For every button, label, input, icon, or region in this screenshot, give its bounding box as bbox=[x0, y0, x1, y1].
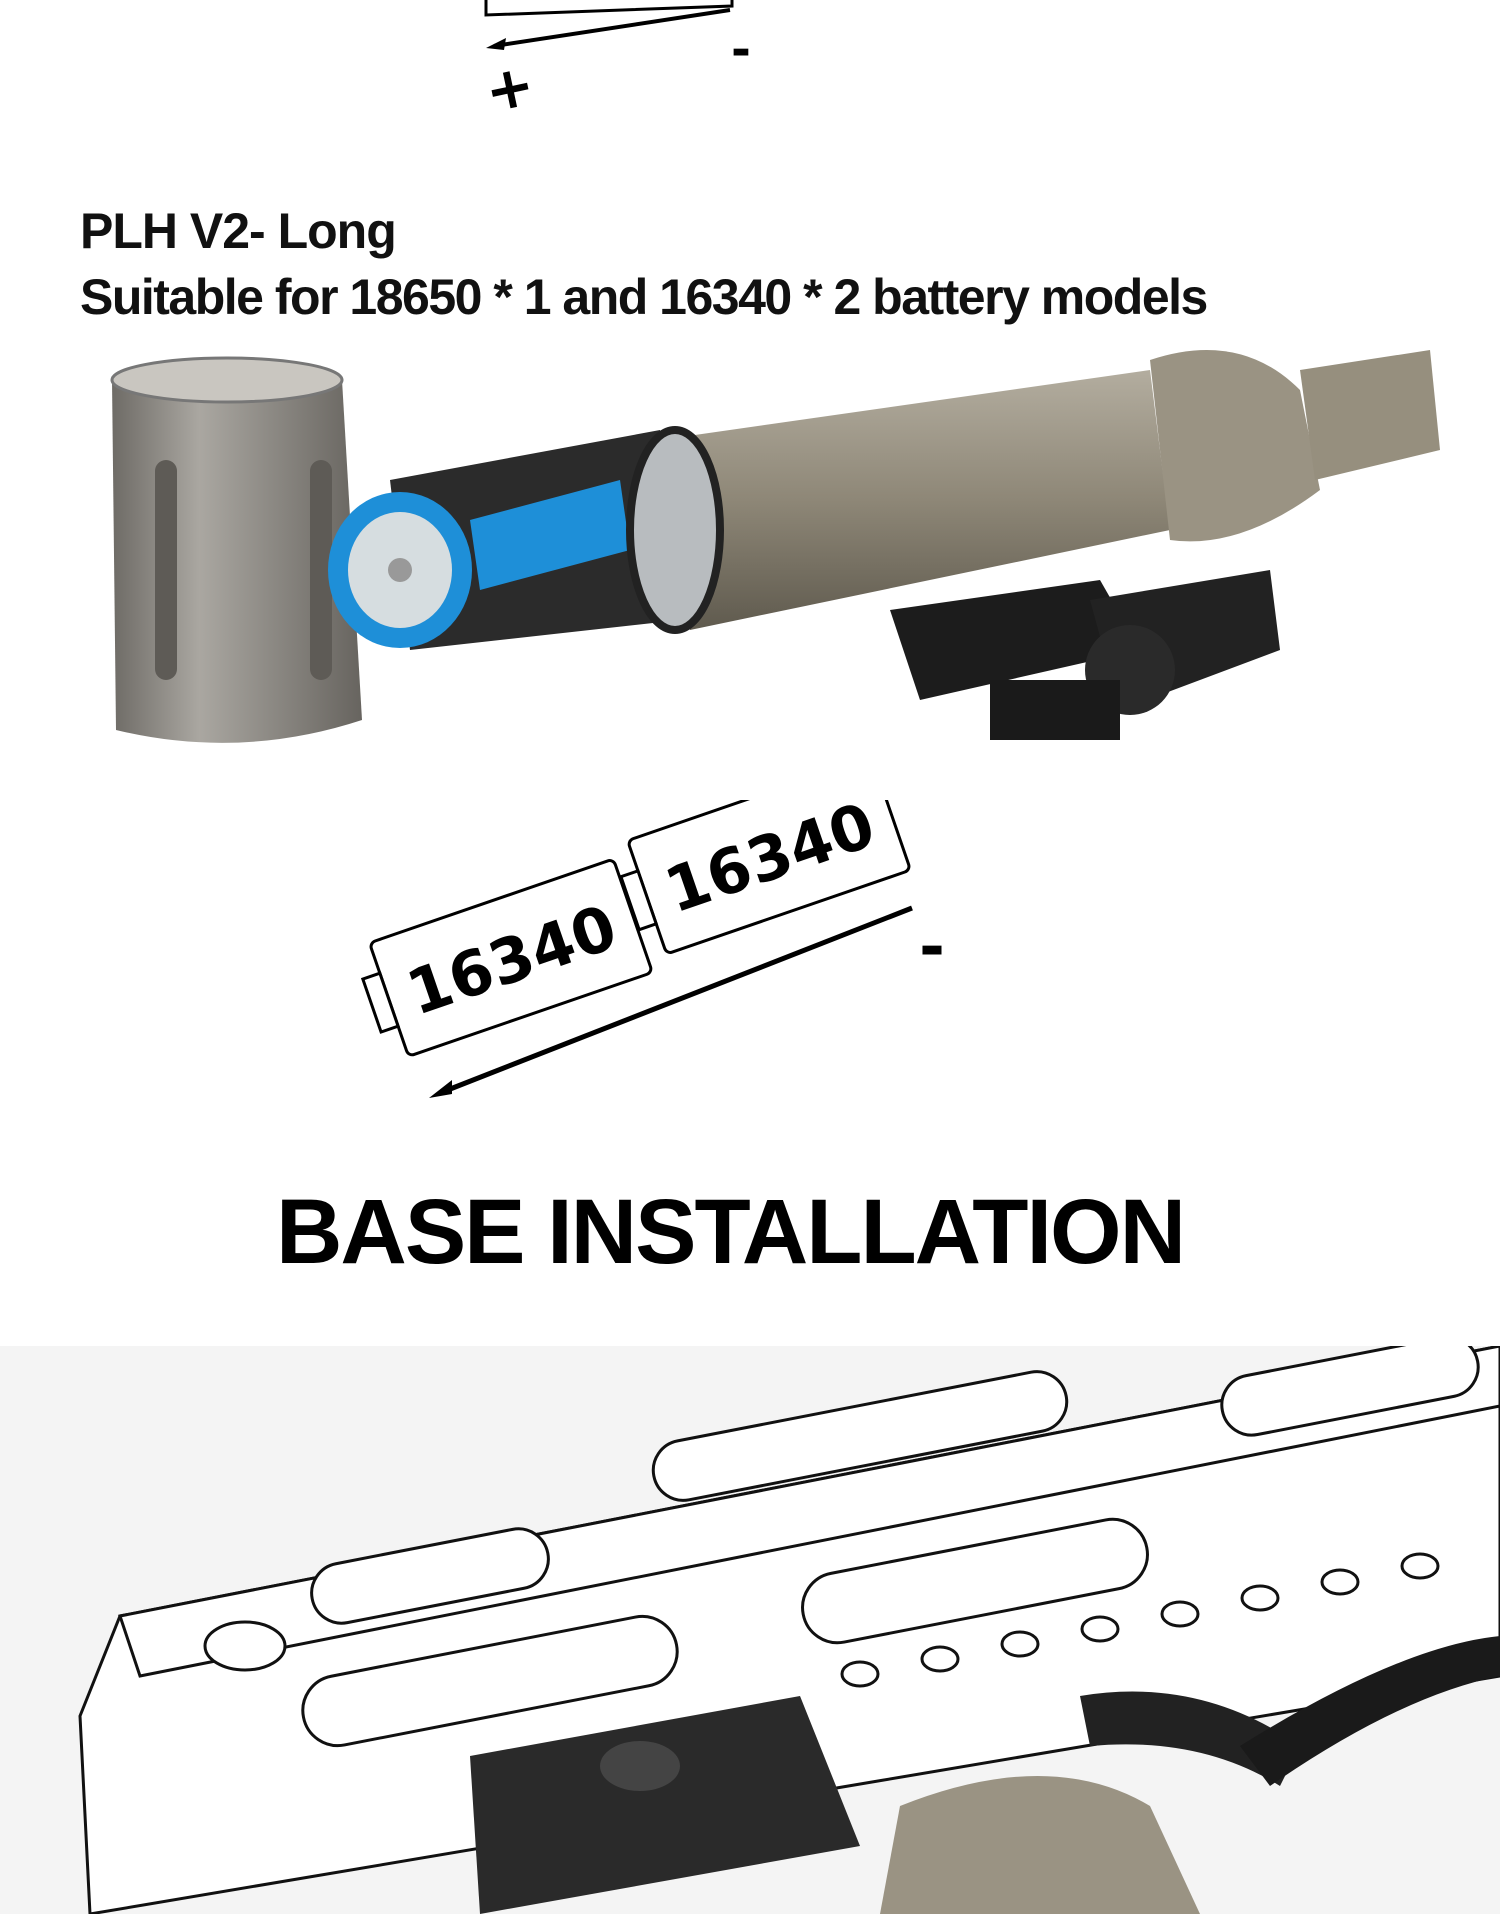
battery-16340-left: 16340 bbox=[360, 859, 653, 1057]
plus-sign: + bbox=[479, 50, 541, 120]
arrow-head bbox=[486, 38, 506, 50]
tail-cap bbox=[110, 356, 362, 743]
model-battery-compatibility: Suitable for 18650 * 1 and 16340 * 2 bat… bbox=[80, 269, 1208, 325]
arrow-head bbox=[429, 1080, 452, 1098]
handguard-line-drawing bbox=[78, 1346, 1500, 1914]
battery-16340-right: 16340 bbox=[619, 800, 911, 954]
base-installation-illustration bbox=[0, 1346, 1500, 1914]
polarity-arrow bbox=[493, 8, 731, 48]
threaded-ring bbox=[626, 426, 724, 634]
quick-release-mount bbox=[890, 570, 1280, 740]
battery-18650 bbox=[328, 430, 680, 650]
top-battery-diagram-fragment: - + bbox=[479, 0, 751, 120]
minus-sign: - bbox=[919, 910, 945, 983]
mounted-flashlight-photo bbox=[470, 1636, 1500, 1914]
battery-16340-diagram: 16340 16340 - + bbox=[360, 800, 945, 1098]
flashlight-body bbox=[660, 350, 1440, 630]
flashlight-product-photo bbox=[110, 350, 1440, 743]
section-heading: BASE INSTALLATION bbox=[275, 1181, 1186, 1283]
minus-sign: - bbox=[731, 22, 751, 78]
model-title: PLH V2- Long bbox=[80, 203, 397, 259]
battery-outline-fragment bbox=[484, 0, 734, 17]
polarity-arrow bbox=[439, 905, 913, 1096]
